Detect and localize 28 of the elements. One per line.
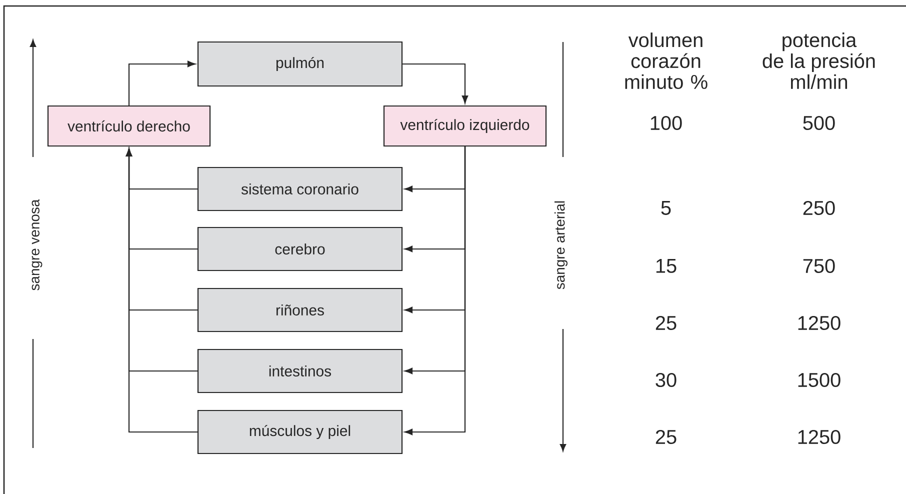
table-value: 100 — [650, 116, 682, 130]
table-value: 1250 — [798, 430, 840, 444]
organ-box: sistema coronario — [197, 166, 403, 212]
table-value: 500 — [803, 116, 835, 130]
table-value: 25 — [656, 430, 676, 444]
arrow — [402, 63, 468, 104]
arrow — [126, 148, 198, 433]
table-value: 1250 — [798, 316, 840, 330]
organ-box: riñones — [197, 288, 403, 332]
column-heading: volumen corazón minuto % — [625, 32, 708, 90]
arrow — [128, 60, 196, 106]
arrow — [404, 146, 466, 436]
organ-box: pulmón — [197, 41, 403, 87]
table-value: 25 — [656, 316, 676, 330]
side-label: sangre venosa — [32, 199, 42, 290]
table-value: 15 — [656, 259, 676, 273]
organ-box: intestinos — [197, 348, 403, 394]
table-value: 30 — [656, 372, 676, 388]
table-value: 250 — [803, 200, 835, 216]
table-value: 5 — [661, 201, 671, 215]
organ-box: cerebro — [197, 226, 403, 272]
ventricle-box: ventrículo derecho — [47, 105, 211, 147]
side-label: sangre arterial — [554, 201, 568, 290]
ventricle-box: ventrículo izquierdo — [383, 105, 547, 147]
table-value: 1500 — [798, 372, 840, 388]
organ-box: músculos y piel — [197, 410, 403, 454]
table-value: 750 — [803, 258, 835, 274]
column-heading: potencia de la presión ml/min — [762, 32, 875, 90]
